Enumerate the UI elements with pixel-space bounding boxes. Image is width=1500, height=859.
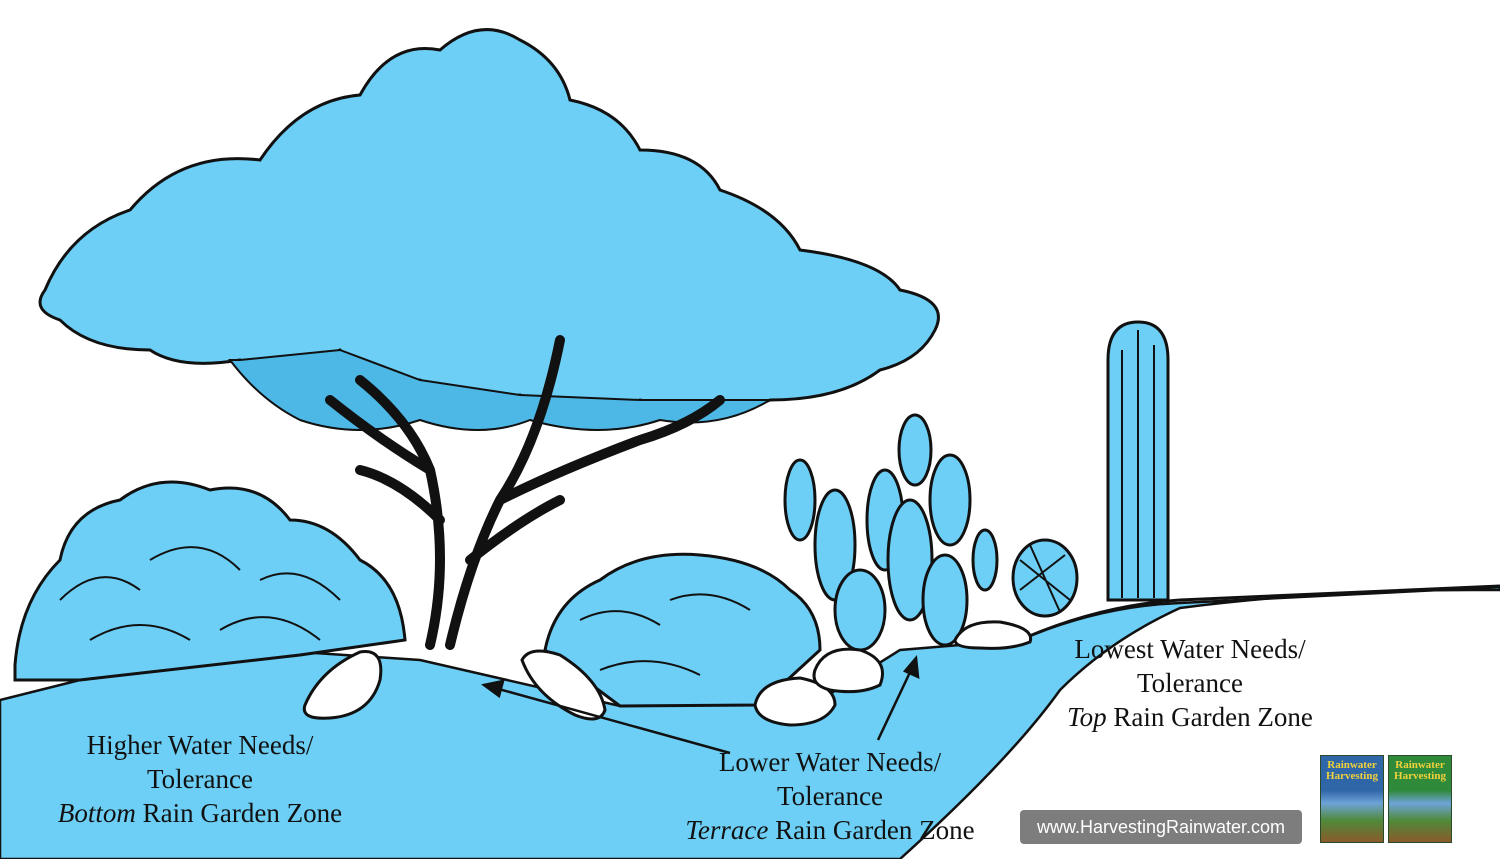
book-1-title-line2: Harvesting: [1326, 770, 1378, 782]
zone-top-italic: Top: [1067, 702, 1107, 732]
prickly-pear-cactus-icon: [783, 413, 999, 652]
zone-label-terrace: Lower Water Needs/ Tolerance Terrace Rai…: [640, 745, 1020, 847]
book-cover-2: Rainwater Harvesting: [1388, 755, 1452, 843]
website-link[interactable]: www.HarvestingRainwater.com: [1020, 810, 1302, 844]
zone-bottom-rest: Rain Garden Zone: [135, 798, 343, 828]
book-1-title-line1: Rainwater: [1327, 759, 1377, 771]
zone-terrace-rest: Rain Garden Zone: [768, 815, 975, 845]
rock-icon: [302, 620, 1033, 727]
zone-top-line3: Top Rain Garden Zone: [1010, 700, 1370, 734]
shrub-icon: [543, 552, 822, 708]
book-2-title: Rainwater Harvesting: [1389, 760, 1451, 782]
arrow-icon: [481, 654, 920, 755]
zone-top-rest: Rain Garden Zone: [1106, 702, 1313, 732]
book-2-title-line1: Rainwater: [1395, 759, 1445, 771]
zone-bottom-italic: Bottom: [57, 798, 136, 828]
zone-label-bottom: Higher Water Needs/ Tolerance Bottom Rai…: [20, 728, 380, 830]
book-cover-1: Rainwater Harvesting: [1320, 755, 1384, 843]
zone-bottom-line1: Higher Water Needs/: [86, 730, 314, 760]
ground-line: [1019, 584, 1500, 642]
barrel-cactus-icon: [1011, 538, 1079, 618]
zone-top-line2: Tolerance: [1136, 668, 1244, 698]
zone-terrace-line2: Tolerance: [776, 781, 884, 811]
desert-tree-icon: [38, 28, 940, 650]
book-1-title: Rainwater Harvesting: [1321, 760, 1383, 782]
zone-label-top: Lowest Water Needs/ Tolerance Top Rain G…: [1010, 632, 1370, 734]
zone-bottom-line3: Bottom Rain Garden Zone: [20, 796, 380, 830]
zone-bottom-line2: Tolerance: [146, 764, 254, 794]
book-2-title-line2: Harvesting: [1394, 770, 1446, 782]
zone-top-line1: Lowest Water Needs/: [1074, 634, 1306, 664]
zone-terrace-line3: Terrace Rain Garden Zone: [640, 813, 1020, 847]
shrub-icon: [13, 480, 407, 682]
zone-terrace-italic: Terrace: [685, 815, 769, 845]
zone-terrace-line1: Lower Water Needs/: [718, 747, 942, 777]
columnar-cactus-icon: [1106, 320, 1170, 602]
